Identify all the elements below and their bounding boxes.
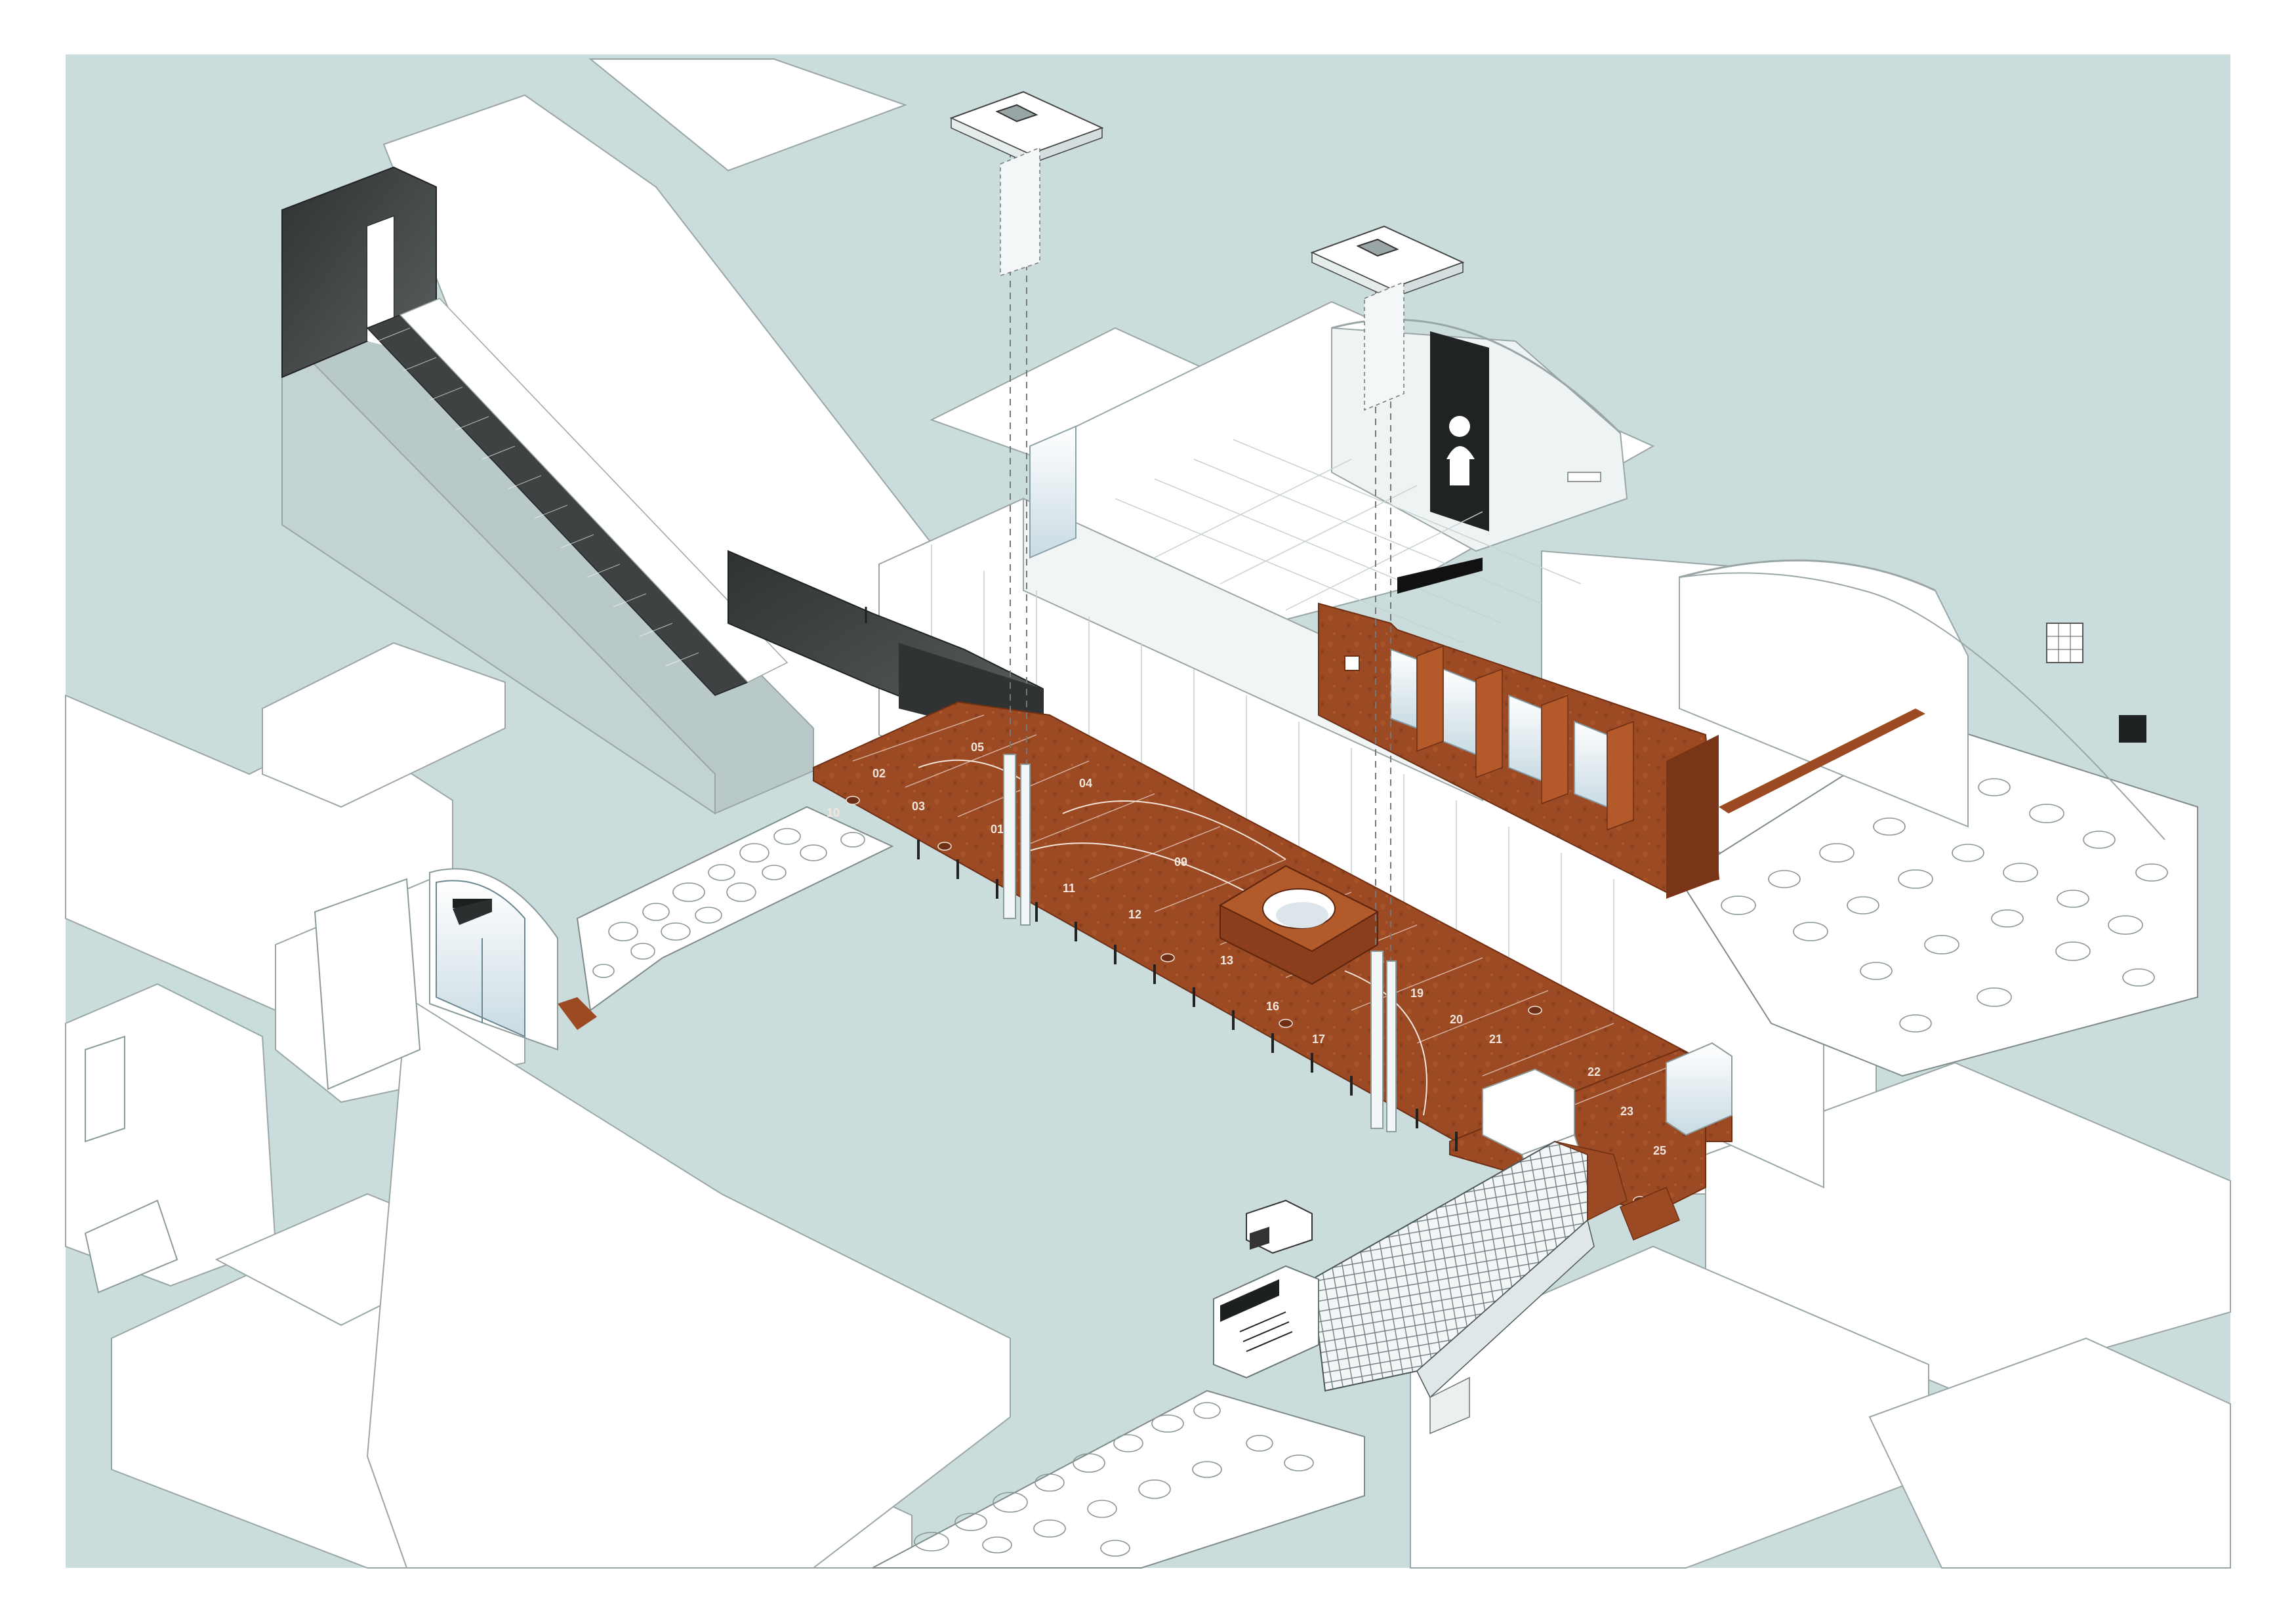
vaulted-hall <box>1679 559 2165 840</box>
floor-number: 20 <box>1450 1013 1463 1026</box>
sculpture-bust-icon <box>1446 416 1475 485</box>
floor-number: 25 <box>1653 1144 1666 1157</box>
floor-number: 19 <box>1410 987 1424 1000</box>
floor-number: 04 <box>1079 777 1092 790</box>
stair-hall <box>281 166 1044 815</box>
window-grid <box>2046 623 2083 663</box>
roof-skylight <box>949 91 1104 277</box>
entrance-canopy <box>1213 1199 1319 1379</box>
floor-number: 02 <box>872 767 886 780</box>
floor-number: 13 <box>1220 954 1233 967</box>
corten-light-well <box>1218 865 1380 985</box>
floor-number: 16 <box>1266 1000 1279 1013</box>
cobble-paving <box>576 720 2198 1569</box>
side-doorways <box>84 1035 178 1294</box>
floor-number: 10 <box>827 806 840 819</box>
floor-number: 03 <box>912 800 925 813</box>
floor-number: 12 <box>1128 908 1141 921</box>
mesh-ramp <box>1311 1140 1680 1435</box>
floor-number: 17 <box>1312 1033 1325 1046</box>
rear-gallery <box>1029 318 1628 644</box>
corten-exhibit-wall <box>1318 602 1925 899</box>
artwork-panel-icon <box>2119 715 2146 743</box>
floor-number: 21 <box>1489 1033 1502 1046</box>
arched-portal <box>314 868 558 1090</box>
floor-number: 01 <box>991 823 1004 836</box>
light-shafts <box>1003 754 1397 1132</box>
cobble-stones <box>592 778 2168 1557</box>
floor-number: 22 <box>1588 1065 1601 1079</box>
railing-posts <box>917 840 1458 1151</box>
floor-number: 23 <box>1620 1105 1633 1118</box>
roof-skylight <box>1310 225 1465 411</box>
floor-number: 09 <box>1174 855 1187 869</box>
floor-number: 11 <box>1063 882 1075 895</box>
floor-number: 05 <box>971 741 984 754</box>
